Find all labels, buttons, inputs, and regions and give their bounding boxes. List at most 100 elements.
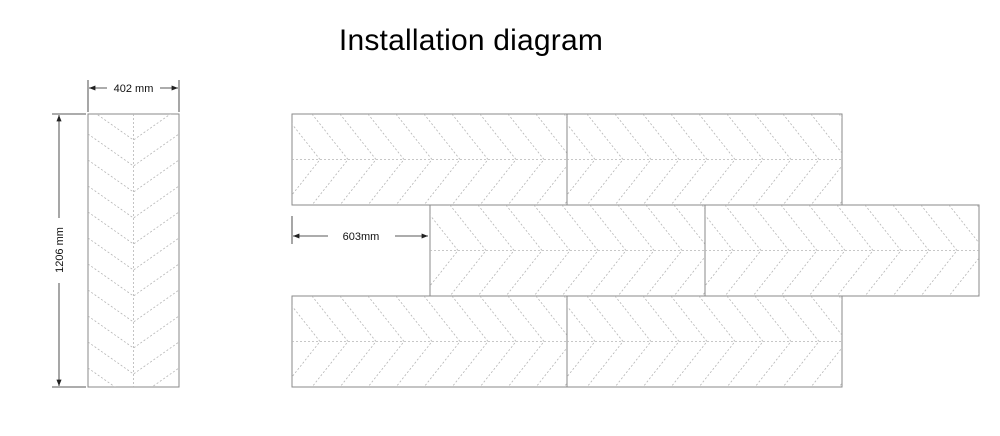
chevron-line xyxy=(477,205,515,296)
chevron-line xyxy=(752,205,790,296)
chevron-line xyxy=(449,205,487,296)
chevron-line xyxy=(726,296,764,387)
panel-pattern xyxy=(430,205,705,296)
chevron-line xyxy=(533,205,571,296)
layout-row-2 xyxy=(429,204,980,297)
panel-pattern xyxy=(292,114,567,205)
chevron-line xyxy=(670,114,708,205)
offset-dimension-label: 603mm xyxy=(343,231,380,243)
chevron-line xyxy=(614,296,652,387)
chevron-line xyxy=(782,114,820,205)
chevron-line xyxy=(339,114,377,205)
chevron-line xyxy=(670,296,708,387)
chevron-line xyxy=(673,205,705,296)
length-dimension-label: 1206 mm xyxy=(54,227,66,273)
chevron-line xyxy=(88,237,179,271)
panel-row1-b xyxy=(566,113,903,206)
chevron-line xyxy=(339,296,377,387)
chevron-line xyxy=(724,205,762,296)
chevron-line xyxy=(698,296,736,387)
chevron-line xyxy=(836,205,874,296)
panel-row1-a xyxy=(291,113,568,206)
chevron-line xyxy=(780,205,818,296)
width-dimension: 402 mm xyxy=(87,80,180,112)
chevron-line xyxy=(423,114,461,205)
chevron-line xyxy=(292,305,321,378)
chevron-line xyxy=(867,114,903,205)
layout-row-3 xyxy=(291,295,903,388)
chevron-line xyxy=(507,296,545,387)
chevron-line xyxy=(976,205,979,296)
chevron-line xyxy=(88,159,179,193)
chevron-line xyxy=(754,296,792,387)
chevron-line xyxy=(479,114,517,205)
chevron-line xyxy=(451,114,489,205)
chevron-line xyxy=(589,205,627,296)
single-panel-detail: 402 mm 1206 mm xyxy=(52,80,180,388)
chevron-line xyxy=(586,296,624,387)
chevron-line xyxy=(311,114,349,205)
panel-pattern xyxy=(567,296,903,387)
chevron-line xyxy=(505,205,543,296)
panel-row3-a xyxy=(291,295,568,388)
chevron-line xyxy=(88,367,179,387)
chevron-line xyxy=(782,296,820,387)
chevron-line xyxy=(642,114,680,205)
chevron-line xyxy=(892,205,930,296)
chevron-line xyxy=(88,133,179,167)
panel-row2-a xyxy=(429,204,706,297)
panel-layout: 603mm xyxy=(291,113,980,388)
layout-row-1 xyxy=(291,113,903,206)
chevron-line xyxy=(617,205,655,296)
chevron-line xyxy=(292,123,321,196)
chevron-line xyxy=(642,296,680,387)
chevron-line xyxy=(561,205,599,296)
chevron-line xyxy=(292,340,293,343)
chevron-line xyxy=(808,205,846,296)
width-dimension-label: 402 mm xyxy=(114,83,154,95)
chevron-line xyxy=(864,205,902,296)
chevron-line xyxy=(95,114,172,141)
chevron-line xyxy=(567,305,596,378)
chevron-line xyxy=(810,114,842,205)
panel-row3-b xyxy=(566,295,903,388)
chevron-line xyxy=(586,114,624,205)
chevron-line xyxy=(535,296,567,387)
chevron-line xyxy=(423,296,461,387)
chevron-line xyxy=(88,289,179,323)
panel-pattern xyxy=(567,114,903,205)
chevron-line xyxy=(645,205,683,296)
chevron-line xyxy=(535,114,567,205)
chevron-line xyxy=(479,296,517,387)
chevron-line xyxy=(867,296,903,387)
chevron-line xyxy=(311,296,349,387)
chevron-line xyxy=(948,205,979,296)
chevron-line xyxy=(292,158,293,161)
chevron-line xyxy=(920,205,958,296)
chevron-line xyxy=(88,263,179,297)
chevron-line xyxy=(430,214,459,287)
chevron-line xyxy=(838,296,842,387)
chevron-line xyxy=(726,114,764,205)
offset-dimension: 603mm xyxy=(291,216,428,244)
chevron-line xyxy=(88,341,179,375)
chevron-line xyxy=(367,296,405,387)
chevron-line xyxy=(567,123,596,196)
length-dimension: 1206 mm xyxy=(52,113,86,388)
chevron-line xyxy=(810,296,842,387)
chevron-line xyxy=(838,114,842,205)
chevron-line xyxy=(430,249,431,252)
chevron-line xyxy=(451,296,489,387)
vertical-panel-pattern xyxy=(88,114,179,387)
chevron-line xyxy=(698,114,736,205)
chevron-line xyxy=(88,315,179,349)
chevron-line xyxy=(395,296,433,387)
chevron-line xyxy=(395,114,433,205)
chevron-line xyxy=(367,114,405,205)
diagram-title: Installation diagram xyxy=(338,24,604,57)
panel-row2-b xyxy=(704,204,980,297)
panel-pattern xyxy=(292,296,567,387)
panel-pattern xyxy=(705,205,979,296)
chevron-line xyxy=(614,114,652,205)
